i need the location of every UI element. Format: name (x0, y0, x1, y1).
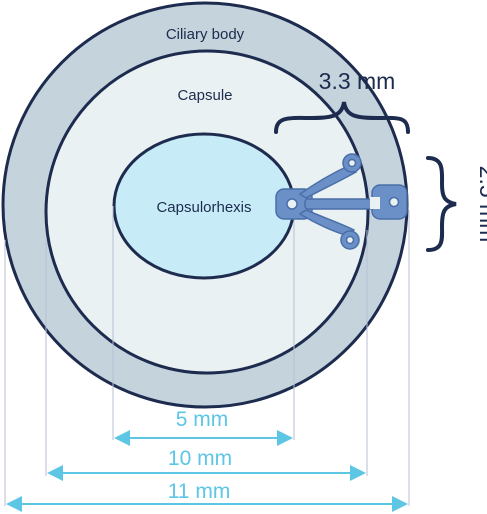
label-5mm: 5 mm (176, 408, 229, 431)
brace-vertical (426, 156, 457, 252)
label-ciliary-body: Ciliary body (166, 26, 245, 43)
label-10mm: 10 mm (168, 447, 232, 470)
label-11mm: 11 mm (168, 480, 231, 503)
label-capsule: Capsule (177, 87, 232, 104)
brace-horizontal (274, 101, 410, 134)
label-capsulorhexis: Capsulorhexis (156, 199, 251, 216)
device-implant (275, 153, 408, 250)
guide-lines (4, 206, 410, 506)
label-3-3mm: 3.3 mm (319, 68, 396, 94)
label-2-5mm: 2.5 mm (475, 166, 487, 243)
